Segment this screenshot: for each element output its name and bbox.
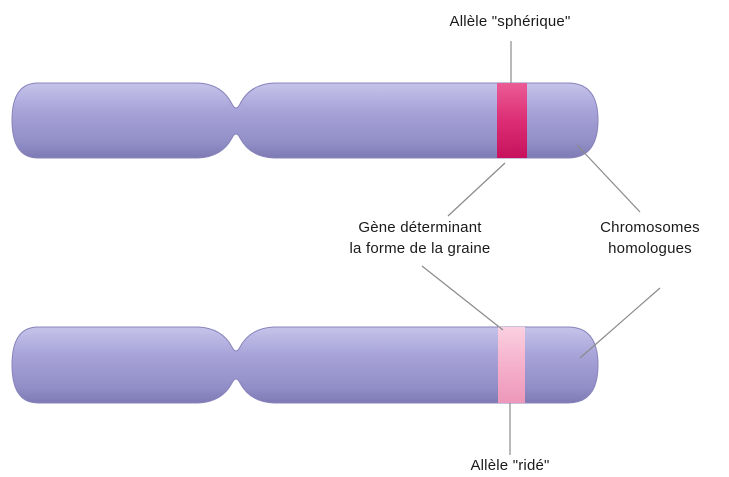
label-homolog-line-2: homologues — [565, 238, 729, 259]
allele-spherique-band — [497, 80, 527, 162]
label-allele-ride-text: Allèle "ridé" — [420, 455, 600, 476]
leader-line-gene-top — [448, 163, 505, 216]
label-gene-line-2: la forme de la graine — [300, 238, 540, 259]
label-gene: Gène déterminant la forme de la graine — [300, 217, 540, 259]
allele-ride-band — [498, 324, 525, 406]
label-gene-line-1: Gène déterminant — [300, 217, 540, 238]
chromosome-top — [12, 80, 598, 162]
label-homolog-line-1: Chromosomes — [565, 217, 729, 238]
leader-line-homolog-top — [577, 145, 640, 212]
label-allele-ride: Allèle "ridé" — [420, 455, 600, 476]
label-allele-spherique: Allèle "sphérique" — [420, 11, 600, 32]
chromosome-bottom — [12, 324, 598, 406]
leader-line-gene-bottom — [422, 266, 503, 330]
leader-line-homolog-bottom — [580, 288, 660, 358]
label-homologous-chromosomes: Chromosomes homologues — [565, 217, 729, 259]
label-allele-spherique-text: Allèle "sphérique" — [420, 11, 600, 32]
